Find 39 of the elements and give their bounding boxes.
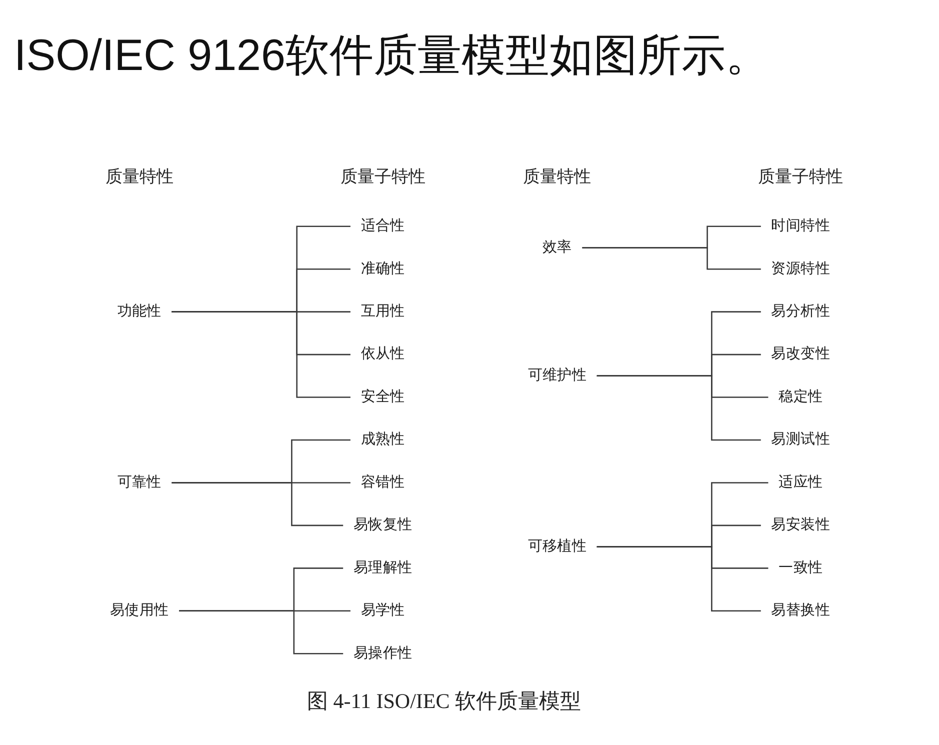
column-header: 质量特性 [523,166,592,188]
node-text: 时间特性 [771,217,830,234]
connector [596,375,761,441]
node-text: 可靠性 [117,473,162,491]
node-text: 安全性 [360,388,405,406]
column-header: 质量子特性 [758,166,844,188]
node-text: 易安装性 [771,516,830,534]
node-text: 易恢复性 [353,516,412,534]
node-text: 可移植性 [528,538,587,555]
node-text: 易替换性 [771,602,830,619]
node-text: 资源特性 [771,260,830,278]
node-text: 易使用性 [110,602,169,619]
node-text: 成熟性 [360,430,405,448]
connector [172,482,344,526]
node-text: 准确性 [360,260,405,278]
node-text: 互用性 [360,302,405,320]
node-text: 易理解性 [353,558,412,576]
node-text: 适应性 [778,473,823,491]
node-text: 适合性 [360,217,405,234]
node-text: 易测试性 [771,430,830,448]
node-text: 可维护性 [528,366,587,384]
column-header: 质量特性 [105,166,174,188]
node-text: 稳定性 [778,388,823,406]
node-text: 易学性 [360,602,405,619]
connector [582,247,761,270]
node-text: 功能性 [117,302,162,320]
column-header: 质量子特性 [340,166,426,188]
node-text: 一致性 [778,558,823,576]
connector [179,610,344,654]
node-text: 易分析性 [771,302,830,320]
node-text: 易改变性 [771,345,830,363]
node-text: 效率 [542,238,572,256]
connector [596,546,761,612]
node-text: 依从性 [360,345,405,363]
caption: 图 4-11 ISO/IEC 软件质量模型 [307,688,581,714]
node-text: 易操作性 [353,644,412,662]
connector [172,311,350,398]
title: ISO/IEC 9126软件质量模型如图所示。 [14,30,770,82]
node-text: 容错性 [360,473,405,491]
